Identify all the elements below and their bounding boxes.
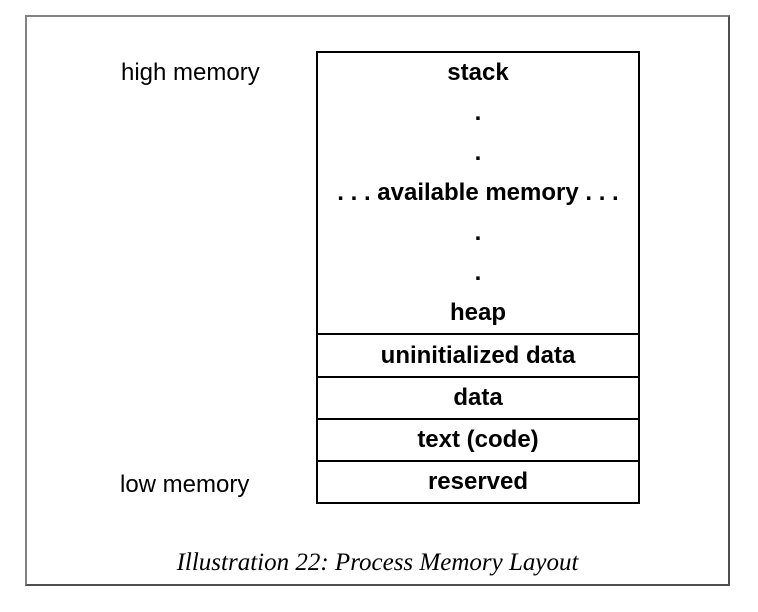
- memory-line-dot: .: [474, 99, 482, 126]
- high-memory-label: high memory: [121, 59, 260, 86]
- memory-line-stack: stack: [447, 59, 509, 86]
- memory-row-text-code: text (code): [318, 420, 638, 462]
- memory-row-data: data: [318, 378, 638, 420]
- figure-frame: high memory low memory stack . . . . . a…: [25, 15, 730, 586]
- memory-line-dot: .: [474, 219, 482, 246]
- memory-line-dot: .: [474, 139, 482, 166]
- figure-caption: Illustration 22: Process Memory Layout: [176, 549, 579, 576]
- memory-line-available-memory: . . . available memory . . .: [337, 179, 619, 206]
- memory-row-reserved: reserved: [427, 468, 529, 495]
- memory-line-heap: heap: [449, 299, 506, 326]
- memory-row-uninitialized-data: uninitialized data: [318, 335, 638, 378]
- memory-line-dot: .: [474, 259, 482, 286]
- memory-box: stack . . . . . available memory . . . .…: [316, 51, 640, 504]
- memory-section-stack-to-heap: stack . . . . . available memory . . . .…: [318, 53, 638, 335]
- low-memory-label: low memory: [120, 471, 250, 498]
